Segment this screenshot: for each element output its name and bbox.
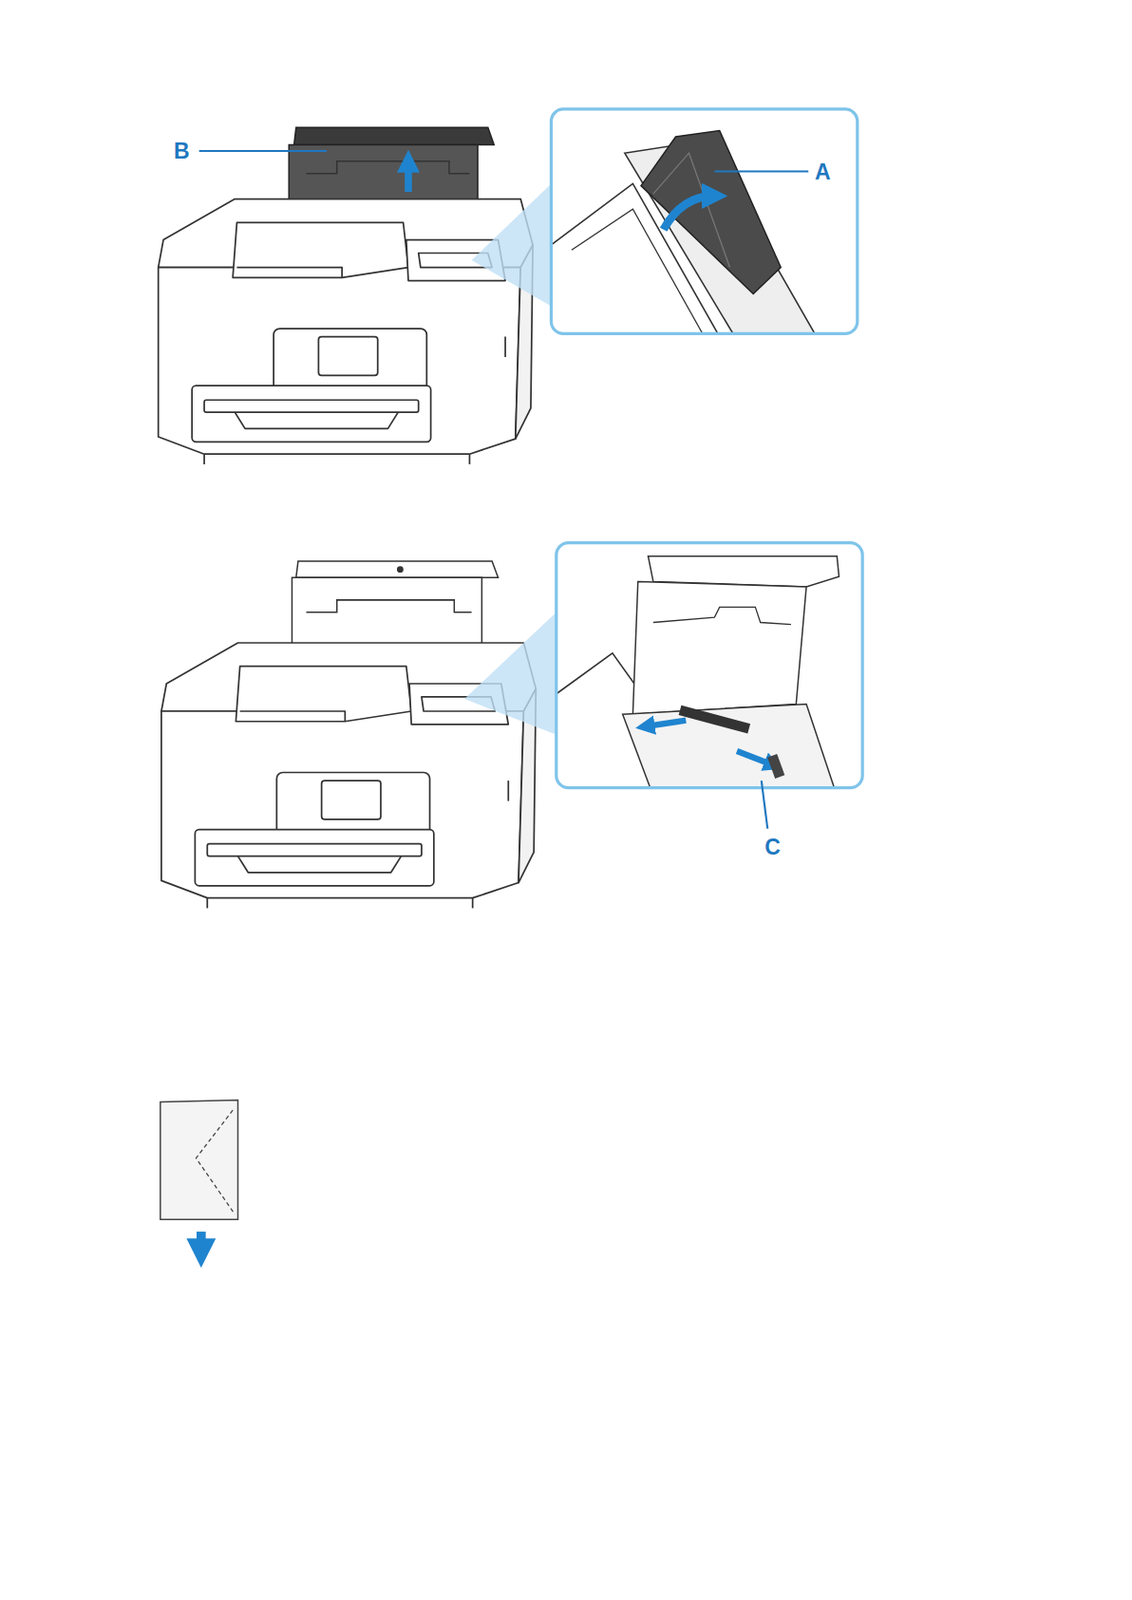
printer-body xyxy=(158,199,533,465)
leader-line xyxy=(714,169,809,172)
detail-inset xyxy=(550,109,857,334)
printer-body xyxy=(161,642,536,908)
callout-letter: B xyxy=(173,140,190,163)
inset-frame xyxy=(550,109,857,334)
callout-letter: C xyxy=(764,836,781,859)
lift-arrow xyxy=(404,161,413,192)
zoom-wedge xyxy=(471,183,552,306)
detail-inset xyxy=(556,543,863,789)
rear-tray-open xyxy=(291,561,498,654)
rear-tray-closed xyxy=(288,127,494,209)
leader-line xyxy=(199,150,327,152)
inset-frame xyxy=(556,543,863,789)
zoom-wedge xyxy=(464,612,557,736)
leader-line xyxy=(761,780,768,830)
callout-letter: A xyxy=(814,160,831,183)
envelope-icon xyxy=(160,1099,239,1253)
